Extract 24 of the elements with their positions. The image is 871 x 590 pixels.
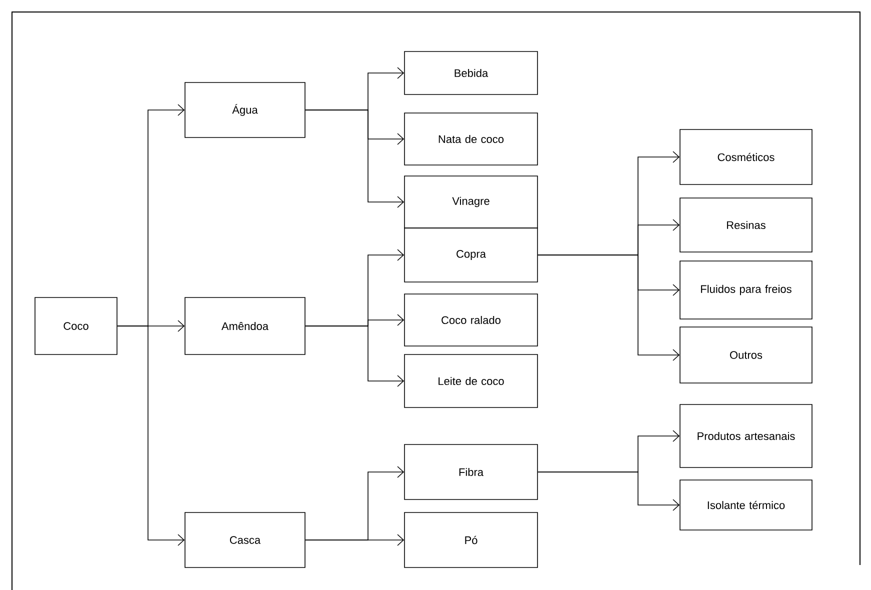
process-box: Nata de coco xyxy=(404,112,538,166)
process-box: Resinas xyxy=(680,198,812,252)
arrow xyxy=(305,534,404,546)
arrow xyxy=(538,472,680,511)
process-box: Coco ralado xyxy=(404,294,538,346)
process-box: Vinagre xyxy=(404,176,538,228)
process-box: Bebida xyxy=(404,51,538,95)
arrow xyxy=(117,326,185,546)
process-box: Produtos artesanais xyxy=(680,404,812,468)
arrow xyxy=(538,254,680,361)
process-box: Coco xyxy=(34,297,118,355)
process-box: Isolante térmico xyxy=(680,480,812,530)
process-box: Amêndoa xyxy=(184,297,306,355)
process-box: Fluidos para freios xyxy=(680,260,812,320)
arrow xyxy=(305,326,404,387)
process-box: Copra xyxy=(404,228,538,282)
process-box: Fibra xyxy=(404,444,538,500)
process-box: Outros xyxy=(680,326,812,384)
process-box: Pó xyxy=(404,512,538,568)
process-box: Água xyxy=(184,82,306,138)
process-box: Casca xyxy=(184,512,306,568)
arrow xyxy=(305,110,404,208)
process-box: Leite de coco xyxy=(404,354,538,408)
process-box: Cosméticos xyxy=(680,129,812,185)
